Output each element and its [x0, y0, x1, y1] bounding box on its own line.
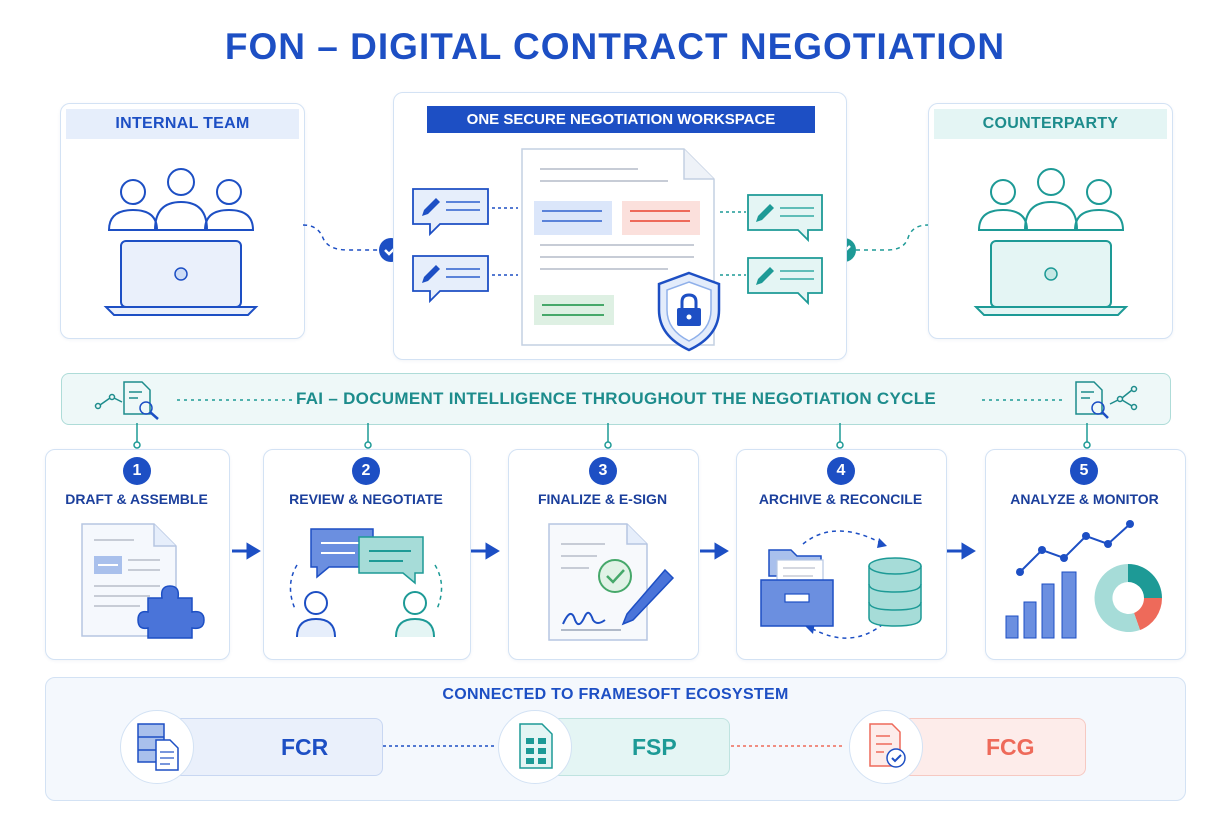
- fai-stems: [133, 423, 1091, 449]
- analytics-chart-icon: [1005, 520, 1163, 639]
- comment-bubble-icon: [412, 255, 518, 304]
- comment-bubble-icon: [720, 257, 823, 306]
- internal-team-label: INTERNAL TEAM: [66, 109, 299, 139]
- arrow-right-icon: [700, 542, 729, 560]
- ecosystem-label-fcg: FCG: [986, 734, 1035, 760]
- arrow-right-icon: [471, 542, 500, 560]
- ecosystem-label-fcr: FCR: [281, 734, 329, 760]
- internal-connector: [302, 224, 403, 262]
- team-people-icon: [107, 168, 255, 231]
- arrow-right-icon: [947, 542, 976, 560]
- fai-right-dots: [982, 399, 1062, 401]
- step-label: FINALIZE & E-SIGN: [537, 491, 668, 507]
- step-label: REVIEW & NEGOTIATE: [289, 491, 443, 507]
- cabinet-document-icon: [137, 723, 179, 771]
- fai-bar-label: FAI – DOCUMENT INTELLIGENCE THROUGHOUT T…: [295, 389, 937, 408]
- internal-team-panel: INTERNAL TEAM: [60, 103, 305, 339]
- security-shield-icon: [657, 271, 721, 352]
- document-search-icon: [94, 381, 159, 420]
- spreadsheet-icon: [519, 723, 553, 769]
- workspace-label: ONE SECURE NEGOTIATION WORKSPACE: [427, 106, 815, 133]
- counterparty-label: COUNTERPARTY: [934, 109, 1167, 139]
- step-number: 3: [589, 457, 617, 485]
- ecosystem-panel: CONNECTED TO FRAMESOFT ECOSYSTEM FCR FSP…: [45, 677, 1186, 801]
- compliance-document-icon: [869, 723, 906, 768]
- document-puzzle-icon: [81, 523, 205, 639]
- negotiation-chat-icon: [289, 528, 443, 638]
- counterparty-laptop-icon: [973, 240, 1129, 316]
- document-analytics-icon: [1075, 381, 1138, 419]
- step-number: 4: [827, 457, 855, 485]
- laptop-icon: [103, 240, 259, 316]
- step-number: 1: [123, 457, 151, 485]
- ecosystem-title: CONNECTED TO FRAMESOFT ECOSYSTEM: [442, 686, 789, 703]
- step-number: 5: [1070, 457, 1098, 485]
- page-title: FON – DIGITAL CONTRACT NEGOTIATION: [224, 26, 1006, 67]
- counterparty-people-icon: [977, 168, 1125, 231]
- comment-bubble-icon: [720, 194, 823, 243]
- fai-left-dots: [177, 399, 295, 401]
- ecosystem-label-fsp: FSP: [632, 734, 677, 760]
- archive-database-icon: [760, 530, 922, 639]
- counterparty-panel: COUNTERPARTY: [928, 103, 1173, 339]
- ecosystem-link-dots: [383, 745, 843, 747]
- step-number: 2: [352, 457, 380, 485]
- fai-intelligence-bar: FAI – DOCUMENT INTELLIGENCE THROUGHOUT T…: [61, 373, 1171, 425]
- arrow-right-icon: [232, 542, 261, 560]
- esign-document-icon: [548, 523, 675, 641]
- step-label: DRAFT & ASSEMBLE: [65, 491, 208, 507]
- step-label: ANALYZE & MONITOR: [1010, 491, 1159, 507]
- comment-bubble-icon: [412, 188, 518, 237]
- step-label: ARCHIVE & RECONCILE: [758, 491, 923, 507]
